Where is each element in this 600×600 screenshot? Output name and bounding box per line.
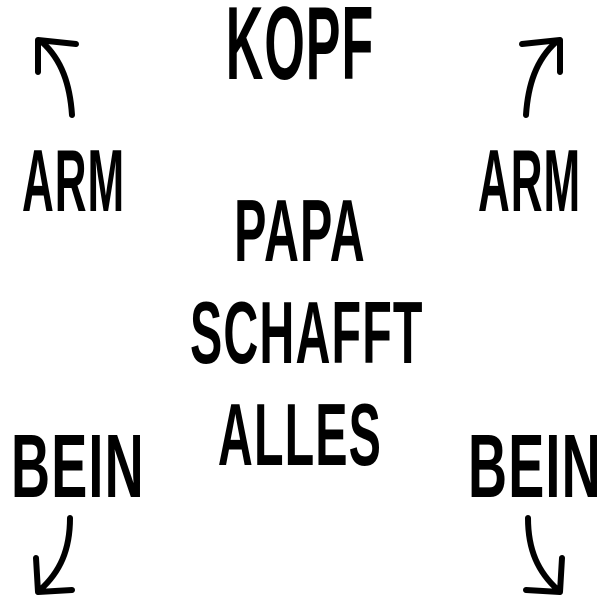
- arrow-down-left-icon: [33, 515, 75, 595]
- head-label: KOPF: [225, 0, 375, 102]
- right-leg-label: BEIN: [468, 417, 600, 517]
- slogan-line-2: SCHAFFT: [190, 283, 424, 382]
- slogan-line-1: PAPA: [234, 181, 366, 280]
- left-leg-label: BEIN: [10, 417, 145, 517]
- right-arm-label: ARM: [478, 131, 582, 230]
- slogan-line-3: ALLES: [217, 385, 383, 484]
- arrow-up-left-icon: [35, 37, 79, 118]
- slogan: PAPA SCHAFFT ALLES: [100, 180, 500, 486]
- arrow-down-right-icon: [523, 515, 565, 595]
- arrow-up-right-icon: [519, 37, 563, 118]
- left-arm-label: ARM: [22, 131, 126, 230]
